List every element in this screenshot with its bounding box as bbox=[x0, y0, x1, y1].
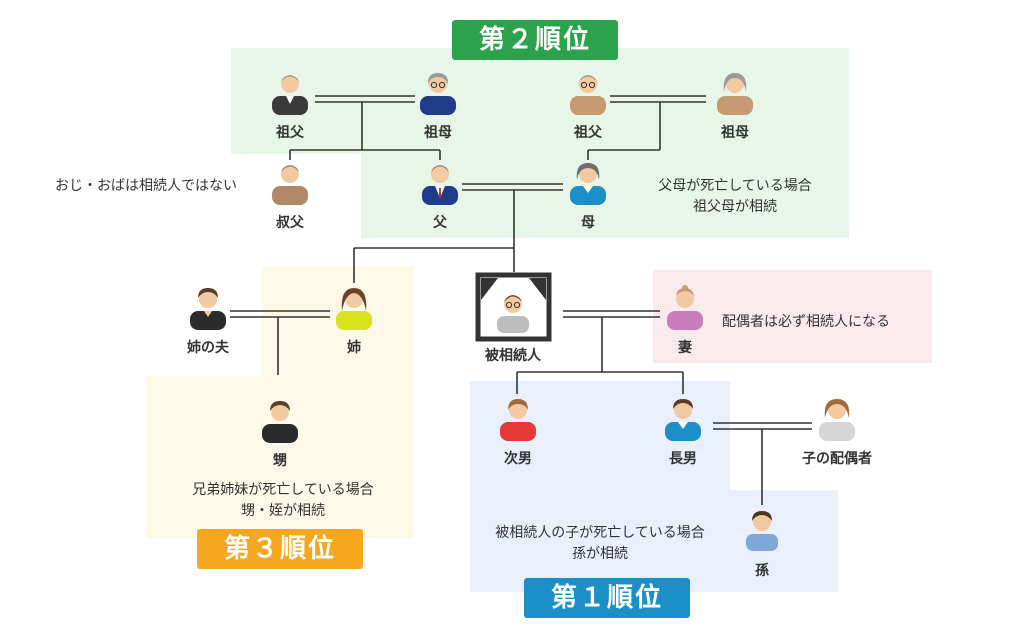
nephew-label: 甥 bbox=[273, 453, 287, 469]
maternal-grandfather: 祖父 bbox=[548, 70, 628, 150]
second-son: 次男 bbox=[478, 396, 558, 476]
uncle: 叔父 bbox=[250, 160, 330, 240]
siblings-note-line-1: 兄弟姉妹が死亡している場合 bbox=[192, 482, 374, 498]
paternal-grandfather: 祖父 bbox=[250, 70, 330, 150]
wife-label: 妻 bbox=[678, 340, 692, 356]
maternal-grandfather-label: 祖父 bbox=[574, 125, 602, 141]
parents-note-line-1: 父母が死亡している場合 bbox=[658, 178, 812, 194]
wife: 妻 bbox=[645, 285, 725, 365]
sister-label: 姉 bbox=[347, 340, 361, 356]
woman-icon bbox=[819, 399, 855, 441]
elderly-woman-icon bbox=[420, 73, 456, 115]
eldest-son: 長男 bbox=[643, 396, 723, 476]
man-suit-icon bbox=[422, 165, 458, 205]
boy-icon bbox=[500, 399, 536, 441]
sister: 姉 bbox=[314, 285, 394, 365]
mother: 母 bbox=[548, 160, 628, 240]
uncle-note: おじ・おばは相続人ではない bbox=[55, 178, 237, 194]
father-label: 父 bbox=[433, 215, 447, 231]
elderly-man-icon bbox=[272, 75, 308, 115]
sister-husband: 姉の夫 bbox=[168, 285, 248, 365]
eldest-son-label: 長男 bbox=[669, 451, 697, 467]
parents-note-line-2: 祖父母が相続 bbox=[693, 199, 777, 215]
man-icon bbox=[665, 399, 701, 441]
grandchild-label: 孫 bbox=[755, 563, 769, 579]
paternal-grandmother-label: 祖母 bbox=[424, 125, 452, 141]
children-note-line-2: 孫が相続 bbox=[572, 546, 628, 562]
spouse-note: 配偶者は必ず相続人になる bbox=[722, 314, 890, 330]
rank1-badge: 第１順位 bbox=[524, 578, 690, 618]
mother-label: 母 bbox=[581, 215, 595, 231]
rank2-badge: 第２順位 bbox=[452, 20, 618, 60]
man-icon bbox=[272, 165, 308, 205]
woman-icon bbox=[336, 288, 372, 330]
woman-icon bbox=[667, 285, 703, 330]
boy-icon bbox=[262, 401, 298, 443]
elderly-man-icon bbox=[570, 75, 606, 115]
boy-icon bbox=[746, 511, 778, 551]
child-spouse: 子の配偶者 bbox=[797, 396, 877, 476]
uncle-label: 叔父 bbox=[276, 215, 304, 231]
deceased: 被相続人 bbox=[473, 290, 553, 370]
deceased-label: 被相続人 bbox=[485, 348, 541, 364]
children-note-line-1: 被相続人の子が死亡している場合 bbox=[495, 525, 705, 541]
man-icon bbox=[190, 288, 226, 330]
grandchild: 孫 bbox=[722, 508, 802, 588]
paternal-grandfather-label: 祖父 bbox=[276, 125, 304, 141]
nephew: 甥 bbox=[240, 398, 320, 478]
sister-husband-label: 姉の夫 bbox=[187, 340, 229, 356]
rank3-badge: 第３順位 bbox=[197, 529, 363, 569]
second-son-label: 次男 bbox=[504, 451, 532, 467]
woman-icon bbox=[570, 163, 606, 205]
father: 父 bbox=[400, 160, 480, 240]
man-glasses-icon bbox=[497, 295, 529, 333]
maternal-grandmother-label: 祖母 bbox=[721, 125, 749, 141]
child-spouse-label: 子の配偶者 bbox=[802, 451, 872, 467]
maternal-grandmother: 祖母 bbox=[695, 70, 775, 150]
siblings-note-line-2: 甥・姪が相続 bbox=[241, 503, 325, 519]
elderly-woman-icon bbox=[717, 73, 753, 115]
paternal-grandmother: 祖母 bbox=[398, 70, 478, 150]
